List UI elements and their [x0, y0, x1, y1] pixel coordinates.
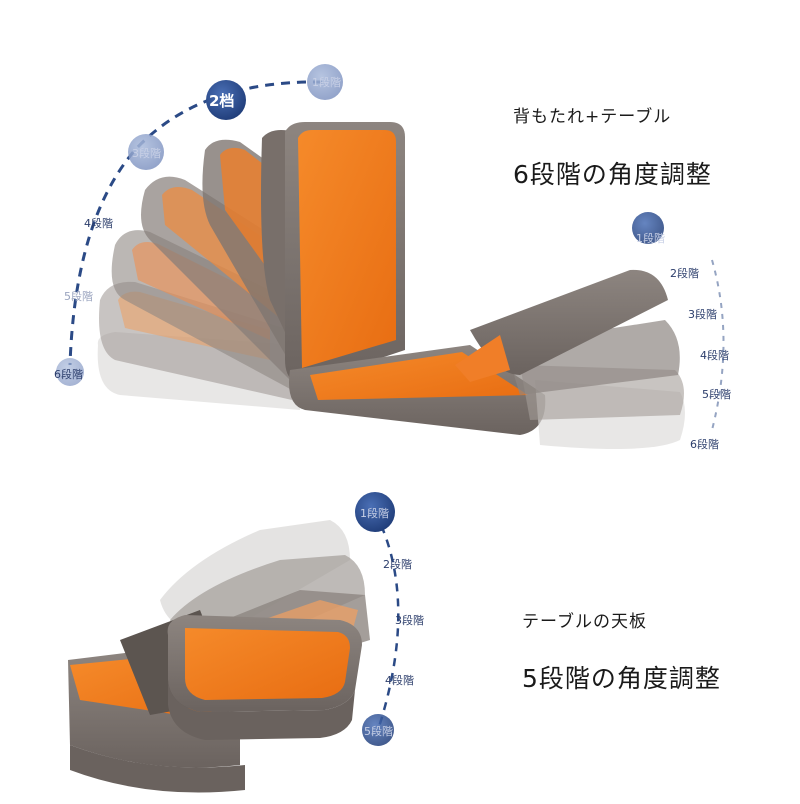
table-step-label-5: 5段階: [702, 387, 731, 401]
tabletop-step-label-2: 2段階: [383, 557, 412, 571]
step-label-3: 3段階: [132, 146, 161, 160]
backrest-angle-arc: 1段階 2档 3段階 4段階 5段階 6段階: [54, 64, 343, 386]
step-marker-1: [307, 64, 343, 100]
tabletop-caption: テーブルの天板: [522, 612, 647, 632]
chair-body-closeup: [68, 610, 245, 793]
table-step-label-3: 3段階: [688, 307, 717, 321]
tabletop-main: [167, 615, 362, 740]
table-ghost-positions: [455, 269, 685, 449]
table-step-label-4: 4段階: [700, 348, 729, 362]
tabletop-angle-arc: 1段階 2段階 3段階 4段階 5段階: [355, 492, 424, 746]
table-step-label-2: 2段階: [670, 266, 699, 280]
table-step-label-6: 6段階: [690, 437, 719, 451]
step-label-4: 4段階: [84, 216, 113, 230]
tabletop-step-label-5: 5段階: [364, 724, 393, 738]
backrest-table-caption: 背もたれ+テーブル: [513, 107, 672, 127]
step-marker-3: [128, 134, 164, 170]
table-angle-markers: 1段階 2段階 3段階 4段階 5段階 6段階: [632, 212, 731, 451]
five-step-angle-caption: 5段階の角度調整: [522, 664, 721, 693]
tabletop-step-label-1: 1段階: [360, 506, 389, 520]
table-step-marker-1: [632, 212, 664, 244]
step-label-2: 2档: [209, 92, 234, 110]
table-step-label-1: 1段階: [636, 231, 665, 245]
backrest-upright: [285, 122, 405, 385]
tabletop-step-label-3: 3段階: [395, 613, 424, 627]
step-label-5: 5段階: [64, 289, 93, 303]
six-step-angle-caption: 6段階の角度調整: [513, 160, 712, 189]
tabletop-step-marker-1: [355, 492, 395, 532]
step-label-1: 1段階: [312, 75, 341, 89]
step-marker-6: [56, 358, 84, 386]
tabletop-step-marker-5: [362, 714, 394, 746]
step-marker-2: [206, 80, 246, 120]
backrest-ghost-positions: [97, 130, 305, 410]
tabletop-step-label-4: 4段階: [385, 673, 414, 687]
step-label-6: 6段階: [54, 367, 83, 381]
